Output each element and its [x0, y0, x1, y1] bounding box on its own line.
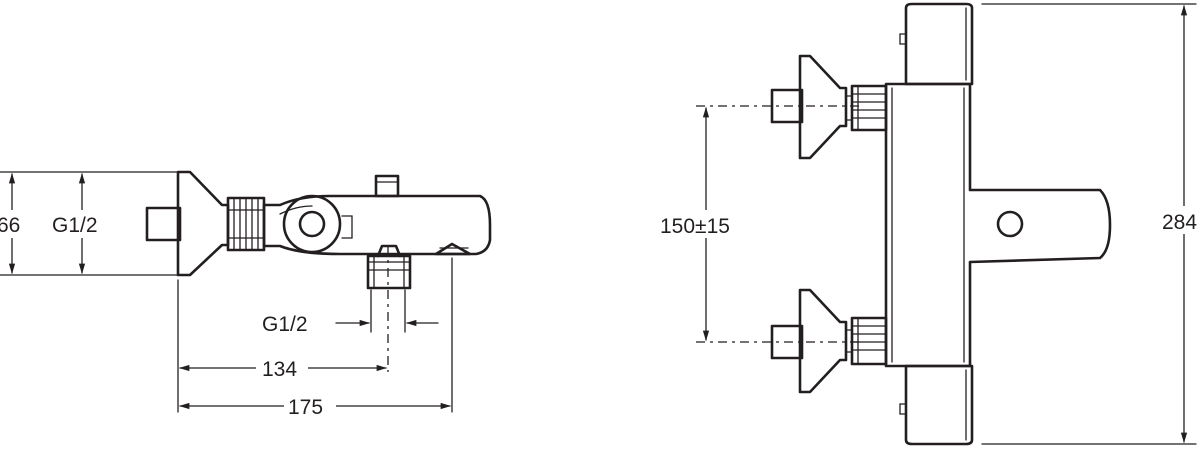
side-spout — [434, 242, 472, 256]
dim-284-label: 284 — [1162, 211, 1197, 234]
dim-inlet-thread-label: G1/2 — [52, 214, 98, 237]
front-view: 150±15 284 — [656, 2, 1200, 446]
dim-150-label: 150±15 — [660, 215, 730, 238]
side-handle-hub — [298, 210, 326, 238]
side-view: 66 G1/2 — [0, 170, 492, 419]
front-bottom-inlet-stub — [770, 324, 804, 360]
dim-66-label: 66 — [0, 214, 20, 237]
side-handle — [282, 194, 342, 254]
front-bottom-hex-nut — [850, 316, 888, 366]
side-top-button — [374, 174, 400, 198]
side-inlet-stub — [145, 206, 182, 242]
side-rosette — [176, 170, 230, 277]
front-bottom-rosette — [798, 288, 848, 394]
dim-outlet-thread-label: G1/2 — [262, 313, 308, 336]
front-top-inlet-stub — [770, 88, 804, 124]
dim-175-label: 175 — [288, 396, 323, 419]
front-top-rosette — [798, 54, 848, 160]
front-body — [884, 82, 1112, 368]
dim-134-label: 134 — [262, 358, 297, 381]
front-spout-hole — [996, 210, 1024, 238]
front-top-hex-nut — [850, 84, 888, 132]
front-bottom-cap — [904, 364, 974, 446]
side-bottom-outlet — [366, 254, 412, 290]
front-top-cap — [904, 2, 974, 86]
